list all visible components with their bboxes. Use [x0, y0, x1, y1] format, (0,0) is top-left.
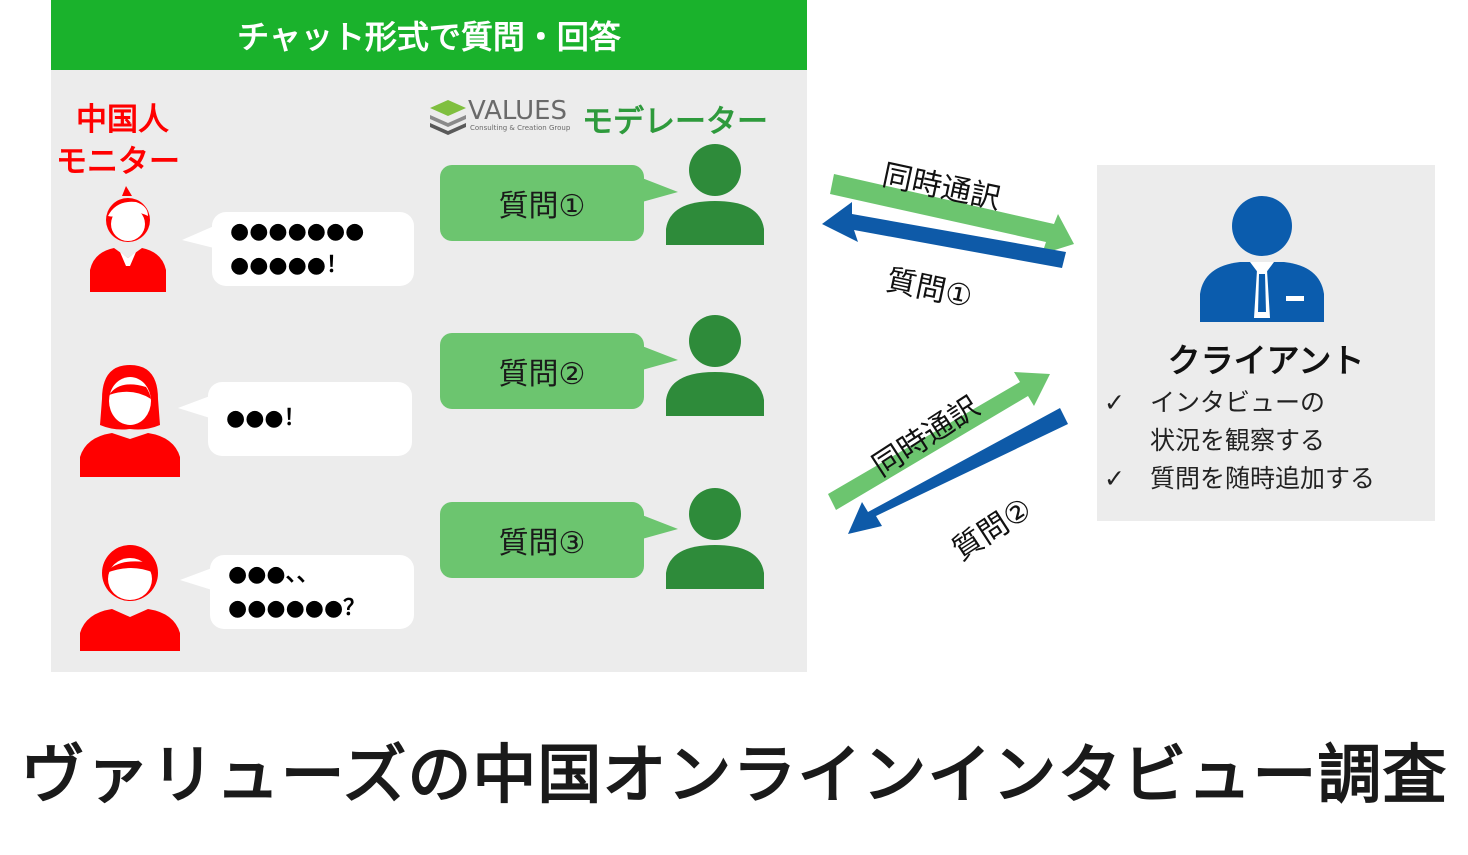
monitor-male-2-icon [80, 545, 180, 651]
monitor-label-line2: モニター [56, 144, 180, 180]
check-icon: ✓ [1104, 464, 1125, 493]
arrow-interpret-top [830, 174, 1074, 254]
monitor-bubble-1: ●●●●●●● ●●●●●！ [212, 212, 414, 286]
values-tagline: Consulting & Creation Group [470, 124, 571, 132]
monitor-bubble-3-tail [180, 568, 212, 590]
client-check-item-2-line1: 質問を随時追加する [1150, 464, 1376, 493]
question-bubble-3: 質問③ [440, 502, 644, 578]
monitor-bubble-2: ●●●！ [208, 382, 412, 456]
values-logo-icon [430, 100, 466, 135]
question-bubble-2: 質問② [440, 333, 644, 409]
monitor-bubble-2-line1: ●●●！ [226, 406, 306, 431]
question-bubble-2-tail [642, 346, 678, 370]
values-logo: VALUES Consulting & Creation Group [428, 96, 578, 138]
moderator-2-icon [666, 315, 764, 416]
client-check-item-2: ✓ 質問を随時追加する [1104, 460, 1434, 498]
monitor-bubble-3-line2: ●●●●●●？ [228, 596, 366, 621]
arrow-question-top [822, 202, 1066, 268]
client-check-item-1-line2: 状況を観察する [1150, 426, 1326, 455]
client-checklist: ✓ インタビューの 状況を観察する ✓ 質問を随時追加する [1104, 384, 1434, 498]
monitor-bubble-1-line1: ●●●●●●● [230, 219, 365, 244]
client-check-item-1: ✓ インタビューの 状況を観察する [1104, 384, 1434, 460]
question-bubble-3-tail [642, 515, 678, 539]
monitor-bubble-2-tail [178, 396, 210, 418]
values-brand: VALUES [468, 96, 568, 126]
monitor-label-line1: 中国人 [76, 102, 169, 138]
check-icon: ✓ [1104, 388, 1125, 417]
client-check-item-1-line1: インタビューの [1150, 388, 1326, 417]
arrow-interpret-bottom [828, 372, 1050, 510]
monitor-bubble-1-line2: ●●●●●！ [230, 253, 348, 278]
monitor-bubble-1-tail [182, 226, 214, 248]
question-bubble-1-tail [642, 178, 678, 202]
client-person-icon [1200, 196, 1324, 322]
moderator-1-icon [666, 144, 764, 245]
moderator-3-icon [666, 488, 764, 589]
main-title: ヴァリューズの中国オンラインインタビュー調査 [20, 739, 1448, 813]
arrows-bottom [828, 372, 1068, 534]
monitor-bubble-3-line1: ●●●、、 [228, 562, 319, 587]
moderator-label: モデレーター [582, 104, 768, 140]
monitor-male-1-icon [90, 186, 166, 292]
chat-header: チャット形式で質問・回答 [51, 0, 807, 70]
client-title: クライアント [1167, 341, 1365, 380]
arrows-top [822, 174, 1074, 268]
arrow-question-bottom [848, 408, 1068, 534]
question-bubble-1: 質問① [440, 165, 644, 241]
monitor-bubble-3: ●●●、、 ●●●●●●？ [210, 555, 414, 629]
monitor-female-icon [80, 365, 180, 477]
